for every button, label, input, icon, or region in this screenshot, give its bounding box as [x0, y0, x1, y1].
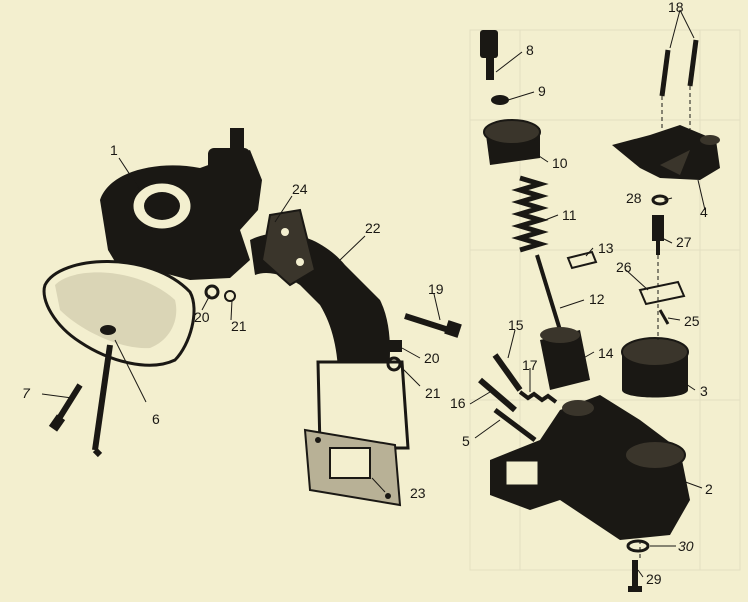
spring-17 — [518, 390, 558, 404]
label-22: 22 — [365, 220, 381, 236]
carb-body-2 — [490, 395, 690, 540]
label-13: 13 — [598, 240, 614, 256]
label-21-right: 21 — [425, 385, 441, 401]
dashpot-3 — [621, 337, 689, 398]
bolt-7 — [48, 383, 83, 432]
label-11: 11 — [562, 207, 577, 223]
label-30: 30 — [678, 538, 694, 554]
washer-28 — [651, 194, 669, 206]
lever-26 — [638, 280, 686, 306]
inlet-manifold — [250, 208, 410, 450]
label-19: 19 — [428, 281, 444, 297]
label-28: 28 — [626, 190, 642, 206]
washer-30 — [626, 539, 650, 553]
label-27: 27 — [676, 234, 692, 250]
label-18: 18 — [668, 0, 684, 15]
screw-16 — [478, 377, 517, 413]
label-24: 24 — [292, 181, 308, 197]
cap-10 — [483, 119, 541, 165]
valve-27 — [652, 215, 664, 255]
needle-12 — [535, 254, 562, 331]
callout-lines — [41, 9, 706, 578]
float-lid-4 — [612, 125, 720, 180]
label-25: 25 — [684, 313, 700, 329]
piston-14 — [540, 327, 590, 390]
part-labels: 1 7 2 3 4 5 6 8 9 10 11 12 13 14 15 16 1… — [22, 0, 713, 587]
clip-13 — [566, 250, 598, 270]
stud-19 — [404, 313, 462, 338]
label-14: 14 — [598, 345, 614, 361]
label-15: 15 — [508, 317, 524, 333]
washer-9 — [491, 95, 509, 105]
label-29: 29 — [646, 571, 662, 587]
screw-15 — [492, 353, 523, 392]
label-20-left: 20 — [194, 309, 210, 325]
pin-25 — [658, 309, 670, 325]
screw-8 — [480, 30, 498, 80]
label-21-left: 21 — [231, 318, 247, 334]
label-3: 3 — [700, 383, 708, 399]
spring-11 — [511, 175, 549, 253]
label-5: 5 — [462, 433, 470, 449]
drip-tray — [42, 260, 196, 458]
label-7: 7 — [22, 385, 31, 401]
screws-18 — [659, 39, 699, 130]
gasket-23 — [303, 428, 402, 507]
label-26: 26 — [616, 259, 632, 275]
nut-washer-right — [386, 340, 402, 372]
carburettor-assembly — [100, 128, 262, 302]
label-8: 8 — [526, 42, 534, 58]
label-12: 12 — [589, 291, 605, 307]
label-4: 4 — [700, 204, 708, 220]
label-2: 2 — [705, 481, 713, 497]
bolt-29 — [628, 560, 642, 592]
label-23: 23 — [410, 485, 426, 501]
label-9: 9 — [538, 83, 546, 99]
screw-5 — [493, 408, 537, 442]
label-17: 17 — [522, 357, 538, 373]
label-16: 16 — [450, 395, 466, 411]
label-10: 10 — [552, 155, 568, 171]
label-20-right: 20 — [424, 350, 440, 366]
label-1-top: 1 — [110, 142, 118, 158]
label-6: 6 — [152, 411, 160, 427]
